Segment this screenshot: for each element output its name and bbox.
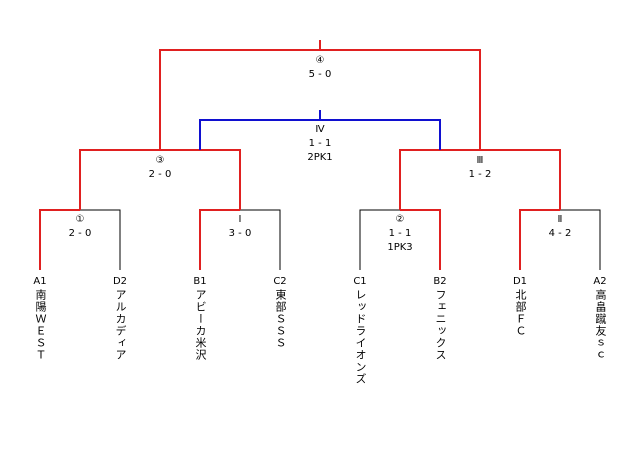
match-III-label: Ⅲ 1 - 2 <box>450 155 510 180</box>
team-d2: D2 アルカディア <box>112 276 128 361</box>
team-name: レッドライオンズ <box>354 289 367 385</box>
match-1-label: ① 2 - 0 <box>50 214 110 239</box>
bracket-match-3 <box>79 149 241 210</box>
team-b1: B1 アビーカ米沢 <box>192 276 208 361</box>
match-1-score: 2 - 0 <box>68 228 92 239</box>
team-code: C1 <box>353 276 367 287</box>
team-code: A2 <box>593 276 607 287</box>
match-IV-pk: 2PK1 <box>307 152 333 163</box>
team-name: 北部ＦＣ <box>514 289 527 337</box>
match-2-score: 1 - 1 <box>388 228 412 239</box>
team-name: 東部ＳＳＳ <box>274 289 287 349</box>
team-c2: C2 東部ＳＳＳ <box>272 276 288 349</box>
team-d1: D1 北部ＦＣ <box>512 276 528 337</box>
bracket-match-1 <box>39 209 121 270</box>
bracket-match-III <box>399 149 561 210</box>
team-name: アルカディア <box>114 289 127 361</box>
team-a2: A2 高畠蹴友ｓｃ <box>592 276 608 361</box>
match-2-number: ② <box>395 214 405 225</box>
match-III-score: 1 - 2 <box>468 169 492 180</box>
match-3-label: ③ 2 - 0 <box>130 155 190 180</box>
match-4-score: 5 - 0 <box>308 69 332 80</box>
team-b2: B2 フェニックス <box>432 276 448 361</box>
match-4-number: ④ <box>315 55 325 66</box>
match-II-score: 4 - 2 <box>548 228 572 239</box>
bracket-match-4 <box>159 40 481 150</box>
team-name: アビーカ米沢 <box>194 289 207 361</box>
team-code: B1 <box>193 276 207 287</box>
match-1-number: ① <box>75 214 85 225</box>
match-I-number: Ⅰ <box>238 214 242 225</box>
bracket-match-IV <box>199 110 441 150</box>
team-code: D1 <box>512 276 528 287</box>
team-name: 南陽ＷＥＳＴ <box>34 289 47 361</box>
team-a1: A1 南陽ＷＥＳＴ <box>32 276 48 361</box>
team-code: D2 <box>112 276 128 287</box>
match-4-label: ④ 5 - 0 <box>290 55 350 80</box>
match-I-label: Ⅰ 3 - 0 <box>210 214 270 239</box>
team-code: B2 <box>433 276 447 287</box>
match-IV-label: Ⅳ 1 - 1 2PK1 <box>290 124 350 163</box>
bracket-match-2 <box>359 209 441 270</box>
match-IV-score: 1 - 1 <box>308 138 332 149</box>
match-2-pk: 1PK3 <box>387 242 413 253</box>
team-name: 高畠蹴友ｓｃ <box>594 289 607 361</box>
team-c1: C1 レッドライオンズ <box>352 276 368 385</box>
bracket-match-I <box>199 209 281 270</box>
match-2-label: ② 1 - 1 1PK3 <box>370 214 430 253</box>
match-3-number: ③ <box>155 155 165 166</box>
match-3-score: 2 - 0 <box>148 169 172 180</box>
team-code: A1 <box>33 276 47 287</box>
team-code: C2 <box>273 276 287 287</box>
match-II-number: Ⅱ <box>557 214 563 225</box>
match-IV-number: Ⅳ <box>315 124 325 135</box>
match-II-label: Ⅱ 4 - 2 <box>530 214 590 239</box>
match-III-number: Ⅲ <box>476 155 484 166</box>
match-I-score: 3 - 0 <box>228 228 252 239</box>
bracket-match-II <box>519 209 601 270</box>
team-name: フェニックス <box>434 289 447 361</box>
